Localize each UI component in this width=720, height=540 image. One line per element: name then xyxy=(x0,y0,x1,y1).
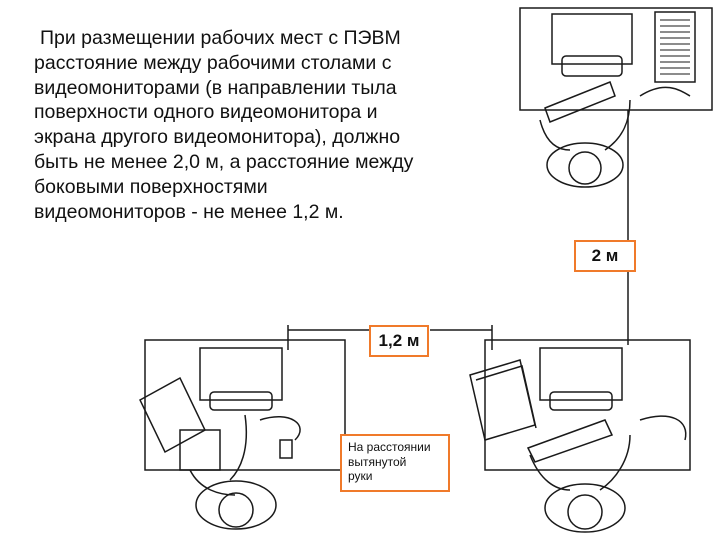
document-sheet xyxy=(139,376,206,454)
main-text-line: видеомониторами (в направлении тыла xyxy=(34,76,397,99)
keyboard xyxy=(526,419,614,463)
person-right xyxy=(544,483,626,533)
workstation-top-right xyxy=(519,7,713,245)
distance-label-back: 2 м xyxy=(574,240,636,272)
main-text-line: экрана другого видеомонитора), должно xyxy=(34,126,401,149)
workstation-bottom-right xyxy=(469,339,691,533)
workstation-bottom-left xyxy=(139,339,346,530)
main-text-line: поверхности одного видеомонитора и xyxy=(34,101,378,124)
person-left xyxy=(195,480,277,530)
document-holder xyxy=(654,11,696,83)
arm-note-line: вытянутой xyxy=(348,454,407,469)
arm-note-line: руки xyxy=(348,469,373,483)
main-text-line: боковыми поверхностями xyxy=(34,175,268,198)
person-top xyxy=(546,142,624,188)
main-text: При размещении рабочих мест с ПЭВМ расст… xyxy=(34,26,504,224)
main-text-line: При размещении рабочих мест с ПЭВМ xyxy=(40,27,401,49)
main-text-line: расстояние между рабочими столами с xyxy=(34,51,392,74)
arm-distance-note: На расстоянии вытянутой руки xyxy=(340,434,450,492)
main-text-line: быть не менее 2,0 м, а расстояние между xyxy=(34,150,414,173)
arm-note-line: На расстоянии xyxy=(348,440,431,454)
main-text-line: видеомониторов - не менее 1,2 м. xyxy=(34,200,344,223)
distance-label-side: 1,2 м xyxy=(369,325,429,357)
keyboard xyxy=(544,81,616,123)
